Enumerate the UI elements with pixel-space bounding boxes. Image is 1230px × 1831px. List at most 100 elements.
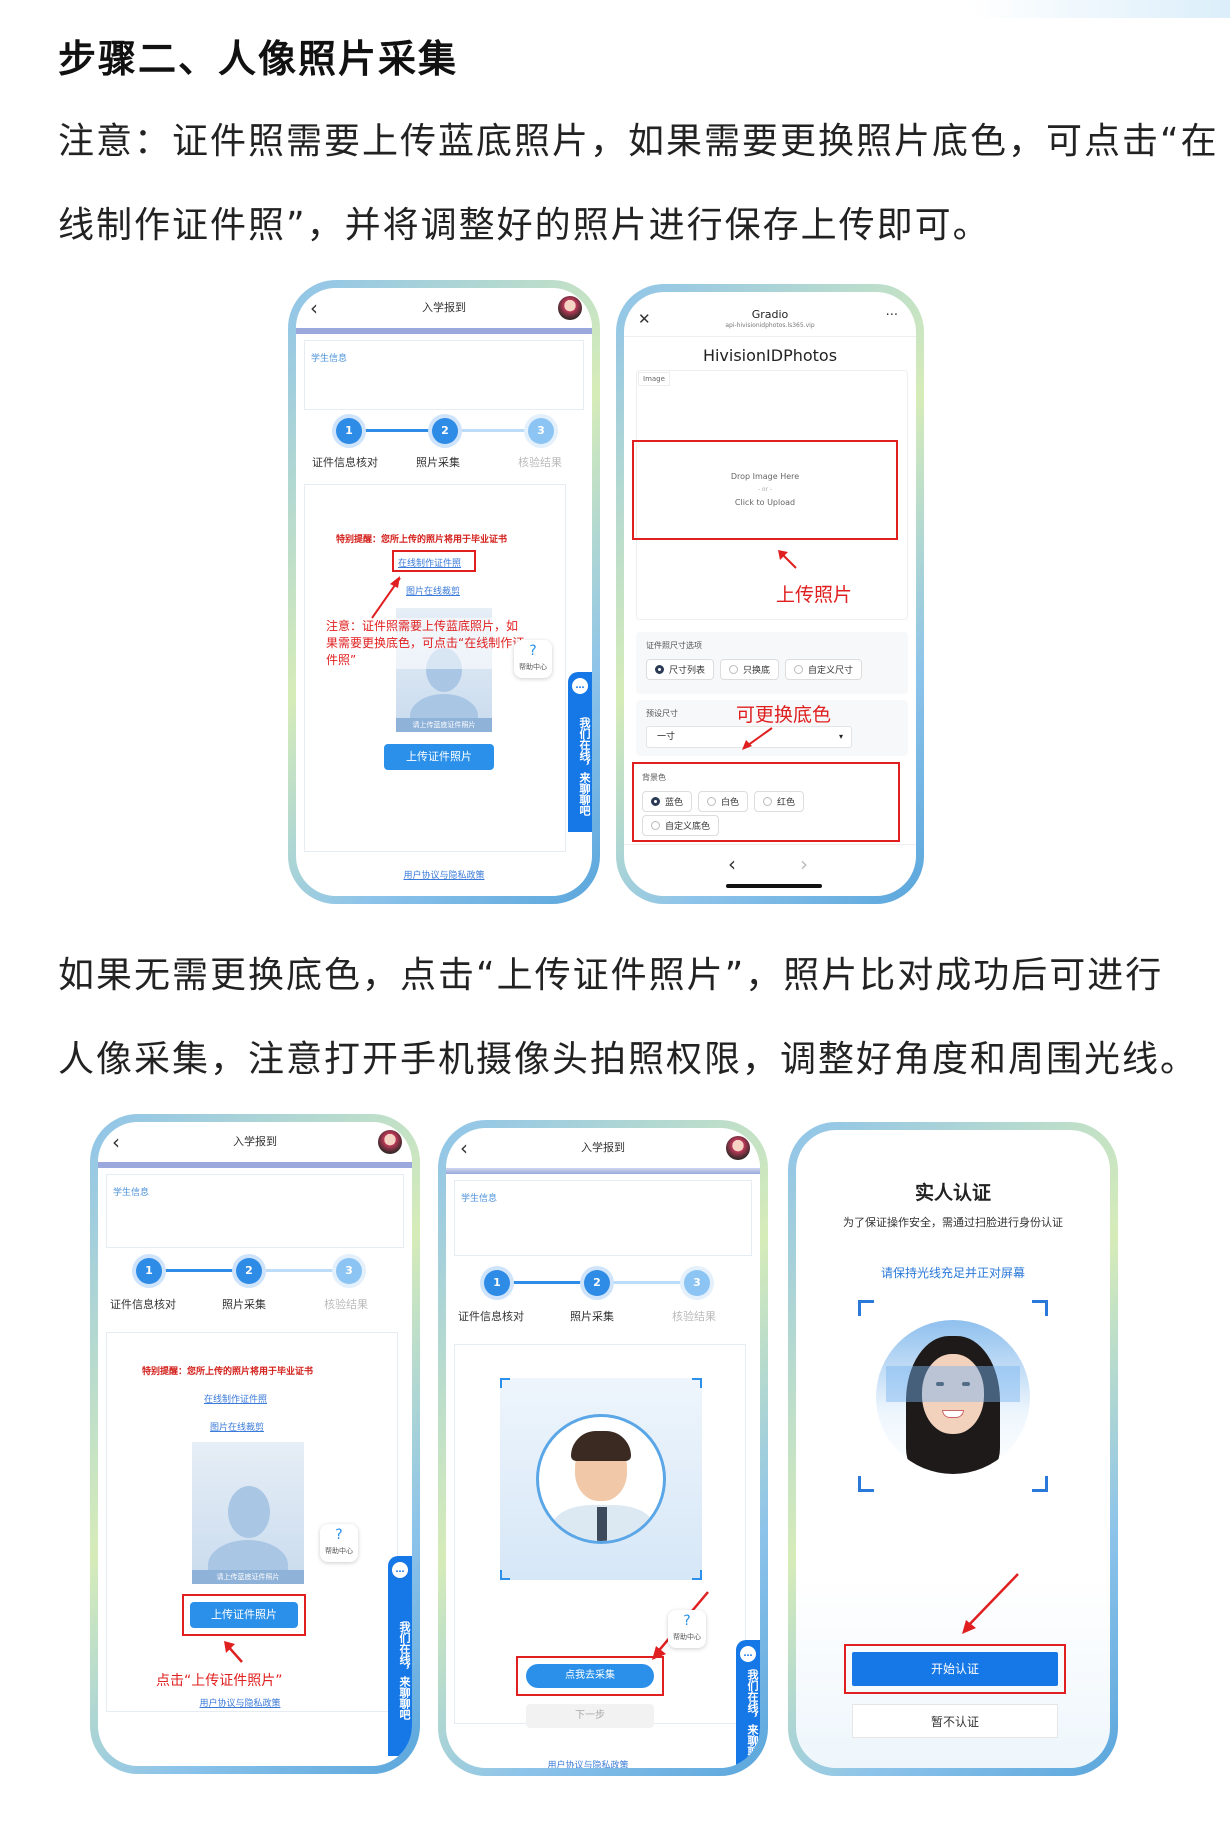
chat-widget[interactable]: … 我们在线，来聊聊吧 [388,1556,412,1756]
step-1-label: 证件信息核对 [312,456,378,469]
back-icon[interactable]: ‹ [460,1136,468,1160]
reminder-text: 特别提醒：您所上传的照片将用于毕业证书 [336,535,508,545]
help-center-button[interactable]: ? 帮助中心 [514,640,552,678]
step-2-dot: 2 [584,1270,610,1296]
nav-prev-icon[interactable]: ‹ [728,852,736,876]
step-1-label: 证件信息核对 [110,1298,176,1311]
auth-description: 为了保证操作安全，需通过扫脸进行身份认证 [843,1216,1063,1229]
click-upload-text[interactable]: Click to Upload [734,498,796,507]
chat-icon: … [392,1562,408,1578]
help-label: 帮助中心 [519,663,547,671]
auth-title: 实人认证 [914,1182,991,1204]
bg-option-blue[interactable]: 蓝色 [642,791,693,812]
policy-link[interactable]: 用户协议与隐私政策 [403,871,485,881]
annotation-arrow [371,576,401,619]
online-make-link[interactable]: 在线制作证件照 [204,1395,268,1405]
back-icon[interactable]: ‹ [310,296,318,320]
capture-button[interactable]: 点我去采集 [526,1664,654,1688]
chat-label: 我们在线，来聊聊吧 [746,1668,759,1768]
size-option-custom[interactable]: 自定义尺寸 [785,659,863,680]
online-crop-link[interactable]: 图片在线裁剪 [210,1423,265,1433]
header-bar [446,1168,760,1174]
browser-title: Gradio [751,308,789,321]
app-title: HivisionIDPhotos [702,346,838,365]
step-2-label: 照片采集 [416,456,460,469]
note-line-2: 线制作证件照”，并将调整好的照片进行保存上传即可。 [58,205,991,246]
nav-next-icon[interactable]: › [800,852,808,876]
drop-text[interactable]: Drop Image Here [730,472,800,481]
note-annotation: 注意：证件照需要上传蓝底照片，如果需要更换底色，可点击“在线制作证件照” [326,618,526,669]
back-icon[interactable]: ‹ [112,1130,120,1154]
progress-steps: 1 2 3 证件信息核对 照片采集 核验结果 [446,1270,760,1330]
progress-steps: 1 2 3 证件信息核对 照片采集 核验结果 [296,418,592,478]
close-icon[interactable]: ✕ [638,310,651,328]
start-auth-button[interactable]: 开始认证 [852,1652,1058,1686]
header-bar [296,328,592,334]
preset-select[interactable]: 一寸 ▾ [646,726,852,748]
bg-label: 背景色 [642,773,666,782]
note-line-1: 注意：证件照需要上传蓝底照片，如果需要更换照片底色，可点击“在 [58,121,1219,162]
help-icon: ? [683,1613,691,1629]
sample-photo-label: 请上传蓝底证件照片 [396,718,492,732]
online-crop-link[interactable]: 图片在线裁剪 [406,587,461,597]
policy-link[interactable]: 用户协议与隐私政策 [547,1761,629,1768]
bg-option-white[interactable]: 白色 [698,791,749,812]
chat-widget[interactable]: … 我们在线，来聊聊吧 [568,672,592,832]
instruction-line-1: 如果无需更换底色，点击“上传证件照片”，照片比对成功后可进行 [58,955,1164,996]
more-icon[interactable]: ··· [885,308,898,323]
student-info-card: 学生信息 [304,340,584,410]
auth-tip: 请保持光线充足并正对屏幕 [880,1266,1025,1280]
bg-annotation: 可更换底色 [736,704,832,726]
upload-photo-button[interactable]: 上传证件照片 [190,1602,298,1628]
bg-option-red[interactable]: 红色 [754,791,805,812]
upload-annotation: 上传照片 [776,584,853,606]
header-title: 入学报到 [581,1141,625,1154]
step-2-dot: 2 [432,418,458,444]
upload-annotation: 点击“上传证件照片” [156,1673,283,1689]
policy-link[interactable]: 用户协议与隐私政策 [199,1699,281,1709]
phone-upload-step: ‹ 入学报到 学生信息 1 2 3 证件信息核对 照片采集 核验结果 特别提醒：… [90,1114,420,1774]
step-3-dot: 3 [336,1258,362,1284]
help-center-button[interactable]: ? 帮助中心 [668,1610,706,1648]
camera-frame [500,1378,702,1580]
step-heading: 步骤二、人像照片采集 [58,37,459,81]
size-option-bg-only[interactable]: 只换底 [720,659,780,680]
section-title: 学生信息 [461,1194,498,1204]
help-label: 帮助中心 [673,1633,701,1641]
student-info-card: 学生信息 [106,1174,404,1248]
chat-label: 我们在线，来聊聊吧 [398,1620,411,1720]
app-header: ‹ 入学报到 [98,1122,412,1162]
online-make-link[interactable]: 在线制作证件照 [398,559,462,569]
skip-auth-button[interactable]: 暂不认证 [852,1704,1058,1738]
section-title: 学生信息 [311,354,348,364]
phone-upload-page: ‹ 入学报到 学生信息 1 2 3 证件信息核对 照片采集 核验结果 特别提醒：… [288,280,600,904]
section-title: 学生信息 [113,1188,150,1198]
next-step-button[interactable]: 下一步 [526,1704,654,1728]
student-info-card: 学生信息 [454,1180,752,1256]
highlight-box [392,550,476,572]
drop-or: - or - [757,486,773,493]
step-1-dot: 1 [336,418,362,444]
bg-option-custom[interactable]: 自定义底色 [642,815,720,836]
upload-highlight-box [632,440,898,540]
step-1-dot: 1 [484,1270,510,1296]
step-1-label: 证件信息核对 [458,1310,524,1323]
browser-url: api-hivisionidphotos.ls365.vip [725,322,815,329]
start-highlight-box [844,1644,1066,1694]
step-3-label: 核验结果 [324,1298,368,1311]
header-title: 入学报到 [233,1135,277,1148]
size-option-list[interactable]: 尺寸列表 [646,659,715,680]
step-3-label: 核验结果 [518,456,562,469]
bg-options: 蓝色白色红色 [642,790,810,812]
app-header: ‹ 入学报到 [296,288,592,328]
upload-arrow [224,1641,243,1663]
help-center-button[interactable]: ? 帮助中心 [320,1524,358,1562]
phone-face-auth: 实人认证 为了保证操作安全，需通过扫脸进行身份认证 请保持光线充足并正对屏幕 开… [788,1122,1118,1776]
chat-widget[interactable]: … 我们在线，来聊聊吧 [736,1640,760,1768]
upload-photo-button[interactable]: 上传证件照片 [384,744,494,770]
step-3-dot: 3 [684,1270,710,1296]
step-2-dot: 2 [236,1258,262,1284]
help-icon: ? [335,1527,343,1543]
bg-arrow [742,727,773,750]
phone-capture-step: ‹ 入学报到 学生信息 1 2 3 证件信息核对 照片采集 核验结果 点我去采集… [438,1120,768,1776]
